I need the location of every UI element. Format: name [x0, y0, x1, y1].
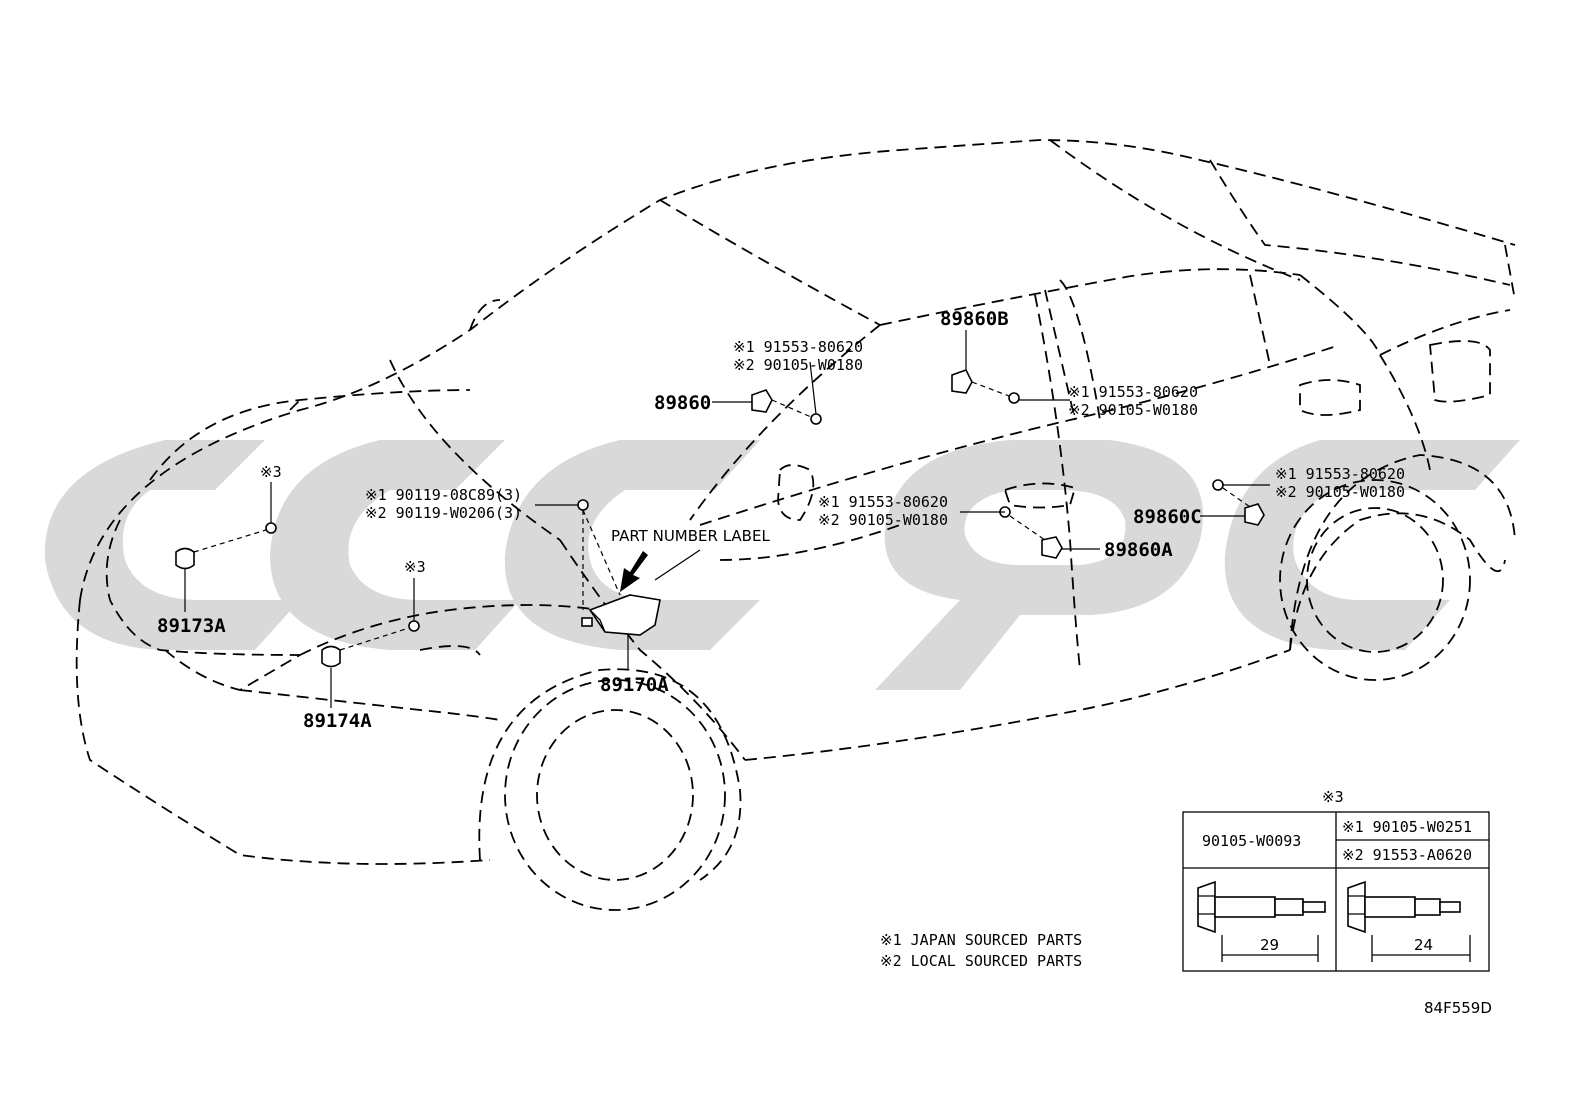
label-89173A: 89173A	[157, 615, 226, 637]
drawing-code: 84F559D	[1424, 999, 1492, 1017]
bolt-drawing-24: 24	[1347, 880, 1471, 962]
sensor-89860C	[1212, 479, 1265, 526]
table-col2-row1: ※1 90105-W0251	[1342, 818, 1472, 836]
table-col1-part: 90105-W0093	[1202, 832, 1301, 850]
label-89860C: 89860C	[1133, 506, 1202, 528]
sensor-89860	[751, 389, 822, 425]
sensor-89174A	[321, 620, 420, 668]
callout-ref3-front: ※3	[260, 463, 282, 481]
bolt-spec-table: ※3 90105-W0093 ※1 90105-W0251 ※2 91553-A…	[1182, 788, 1490, 972]
leader-lines	[184, 330, 1270, 708]
callout-bolt-89860A-line1: ※1 91553-80620	[818, 493, 948, 511]
callout-bolt-89860B-line1: ※1 91553-80620	[1068, 383, 1198, 401]
label-89860A: 89860A	[1104, 539, 1173, 561]
length-29: 29	[1260, 936, 1279, 954]
callout-bolt-89860B-line2: ※2 90105-W0180	[1068, 401, 1198, 419]
label-89174A: 89174A	[303, 710, 372, 732]
part-number-label-text: PART NUMBER LABEL	[611, 527, 770, 545]
callout-bolt-89860A-line2: ※2 90105-W0180	[818, 511, 948, 529]
legend-local: ※2 LOCAL SOURCED PARTS	[880, 952, 1082, 970]
callout-bolt-89860-line2: ※2 90105-W0180	[733, 356, 863, 374]
callout-screw-line2: ※2 90119-W0206(3)	[365, 504, 522, 522]
label-89860B: 89860B	[940, 308, 1009, 330]
sensor-89860B	[951, 369, 1020, 404]
legend-japan: ※1 JAPAN SOURCED PARTS	[880, 931, 1082, 949]
callout-screw-line1: ※1 90119-08C89(3)	[365, 486, 522, 504]
label-89860: 89860	[654, 392, 711, 414]
bolt-drawing-29: 29	[1197, 880, 1326, 962]
label-arrow-icon	[620, 551, 648, 592]
length-24: 24	[1414, 936, 1433, 954]
airbag-ecu-89170A	[577, 499, 661, 636]
sensor-89173A	[175, 522, 277, 570]
label-89170A: 89170A	[600, 674, 669, 696]
table-col2-row2: ※2 91553-A0620	[1342, 846, 1472, 864]
sensor-89860A	[999, 506, 1063, 559]
callout-bolt-89860C-line1: ※1 91553-80620	[1275, 465, 1405, 483]
vehicle-outline	[75, 139, 1516, 911]
callout-bolt-89860C-line2: ※2 90105-W0180	[1275, 483, 1405, 501]
sensor-parts	[175, 369, 1265, 668]
table-header: ※3	[1322, 788, 1344, 806]
callout-bolt-89860-line1: ※1 91553-80620	[733, 338, 863, 356]
callout-ref3-lower: ※3	[404, 558, 426, 576]
